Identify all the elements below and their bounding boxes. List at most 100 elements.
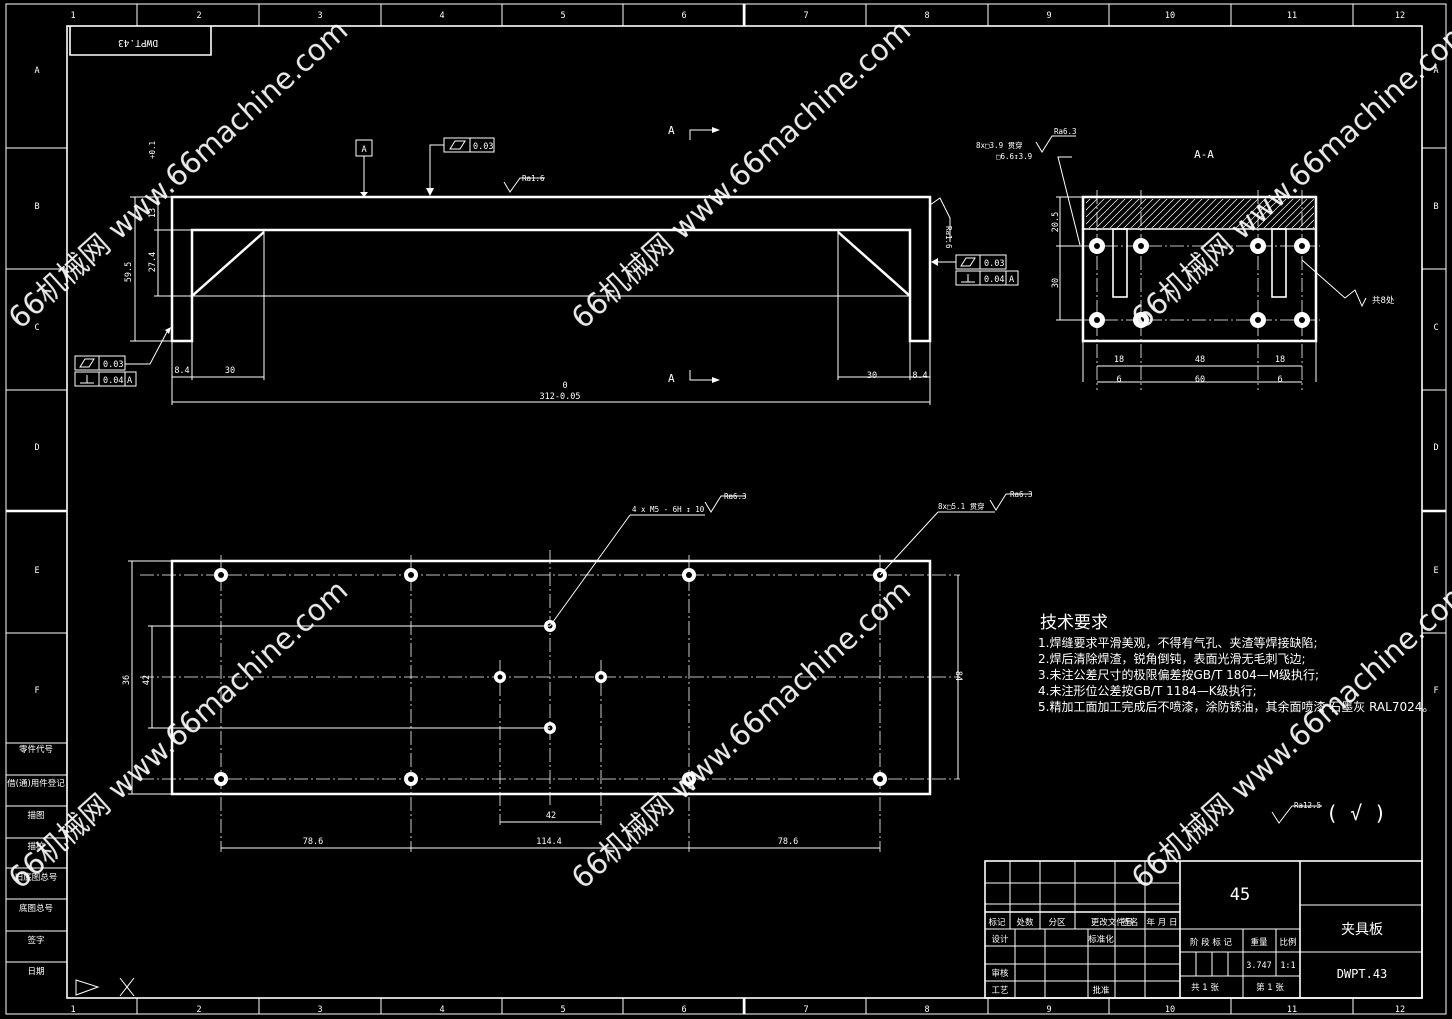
dim-36: 36: [122, 675, 132, 685]
dim-30-section: 30: [1051, 278, 1061, 288]
tb-label-date: 年 月 日: [1147, 917, 1178, 928]
dim-length-upper: 0: [562, 381, 567, 391]
fcf-left-perp: 0.04: [103, 376, 123, 386]
projection-arrow-icon: [75, 979, 100, 996]
front-view: A 0.03 Ra1.6 A A Ra1.6 0.03 0.04 A: [74, 124, 1019, 405]
zone-column-9-top: 9: [1046, 11, 1051, 21]
dim-total-height: 59.5: [124, 262, 134, 282]
dim-length-lower: 312-0.05: [540, 392, 581, 402]
flatness-symbol-icon: [449, 140, 466, 150]
roughness-tapped: Ra6.3: [724, 492, 747, 501]
dim-top-tol: +0.1: [148, 141, 157, 159]
tb-label-mark: 标记: [988, 917, 1006, 928]
dim-78-6-left: 78.6: [303, 837, 323, 847]
zone-column-3-bottom: 3: [317, 1005, 322, 1015]
dim-114-4: 114.4: [536, 837, 562, 847]
zone-column-5-top: 5: [560, 11, 565, 21]
datum-a-label: A: [361, 145, 366, 155]
tech-item-1: 1.焊缝要求平滑美观，不得有气孔、夹渣等焊接缺陷;: [1038, 635, 1318, 650]
dim-8-4-right: 8.4: [912, 371, 927, 381]
zone-column-4-top: 4: [439, 11, 444, 21]
tech-item-3: 3.未注公差尺寸的极限偏差按GB/T 1804—M级执行;: [1038, 667, 1319, 682]
zone-row-D-right: D: [1433, 443, 1438, 453]
roughness-side: Ra1.6: [944, 226, 953, 249]
tb-label-design: 设计: [991, 934, 1009, 945]
tb-sheet-no: 第 1 张: [1256, 982, 1284, 993]
section-holes: [1089, 238, 1310, 328]
zone-row-E-right: E: [1433, 566, 1438, 576]
dim-78-6-right: 78.6: [778, 837, 798, 847]
dim-30-right: 30: [867, 371, 877, 381]
tb-label-review: 审核: [991, 968, 1009, 979]
zone-row-B-right: B: [1433, 202, 1438, 212]
tech-item-2: 2.焊后清除焊渣，锐角倒钝，表面光滑无毛刺飞边;: [1038, 651, 1306, 666]
tb-label-standard: 标准化: [1088, 934, 1114, 945]
zone-row-C-left: C: [34, 323, 39, 333]
zone-row-E-left: E: [34, 566, 39, 576]
section-roughness: Ra6.3: [1054, 127, 1077, 136]
strip-label-trace: 描图: [27, 810, 44, 821]
svg-text:DWPT.43: DWPT.43: [118, 37, 158, 48]
tb-scale-value: 1:1: [1280, 961, 1295, 971]
tech-heading: 技术要求: [1040, 613, 1108, 633]
strip-label-master: 底图总号: [19, 903, 53, 914]
dim-6-right: 6: [1277, 375, 1282, 385]
strip-label-borrowed: 借(通)用件登记: [7, 778, 65, 789]
zone-row-A-left: A: [34, 66, 39, 76]
zone-column-1-top: 1: [70, 11, 75, 21]
dim-42-vert: 42: [142, 675, 152, 685]
fcf-right-flatness: 0.03: [984, 259, 1004, 269]
title-block: 标记 处数 分区 更改文件号 签名 年 月 日 设计 标准化 审核 工艺 批准 …: [984, 860, 1423, 999]
tb-label-sign: 签名: [1121, 917, 1138, 928]
fcf-right-datum: A: [1009, 275, 1014, 285]
dim-30-left: 30: [225, 366, 235, 376]
strip-label-signature: 签字: [27, 935, 44, 946]
left-strip: 零件代号 借(通)用件登记 描图 描校 旧底图总号 底图总号 签字 日期: [6, 742, 135, 997]
dim-13: 13: [148, 208, 158, 218]
zone-column-7-top: 7: [803, 11, 808, 21]
strip-label-old-master: 旧底图总号: [15, 872, 58, 883]
roughness-top: Ra1.6: [522, 174, 545, 183]
tb-label-scale: 比例: [1279, 937, 1296, 948]
tb-total-sheets: 共 1 张: [1191, 983, 1219, 993]
dim-18-right: 18: [1275, 355, 1285, 365]
section-callout-sub: □6.6↧3.9: [996, 152, 1032, 161]
zone-column-7-bottom: 7: [803, 1005, 808, 1015]
dim-8-4-left: 8.4: [174, 366, 189, 376]
zone-column-4-bottom: 4: [439, 1005, 444, 1015]
zone-row-B-left: B: [34, 202, 39, 212]
dim-6-left: 6: [1116, 375, 1121, 385]
section-note-all: 共8处: [1372, 295, 1395, 306]
zone-row-D-left: D: [34, 443, 39, 453]
dim-84: 84: [953, 671, 963, 681]
dim-20-5: 20.5: [1051, 212, 1061, 232]
section-a-a-view: A-A Ra6.3 8x□3.9 贯穿 □6.6↧3.9 20.5 30 18 …: [976, 127, 1395, 390]
zone-column-10-top: 10: [1165, 11, 1175, 21]
centering-mark-icon: [119, 977, 135, 997]
dim-60: 60: [1195, 375, 1205, 385]
tb-label-zone: 分区: [1048, 918, 1066, 928]
zone-column-5-bottom: 5: [560, 1005, 565, 1015]
section-marker-top: A: [668, 124, 675, 137]
general-roughness-value: Ra12.5: [1294, 801, 1321, 810]
section-title: A-A: [1194, 148, 1214, 161]
technical-requirements: 技术要求 1.焊缝要求平滑美观，不得有气孔、夹渣等焊接缺陷; 2.焊后清除焊渣，…: [1038, 613, 1434, 714]
zone-column-1-bottom: 1: [70, 1005, 75, 1015]
corner-code: DWPT.43: [69, 26, 212, 56]
fcf-right-perp: 0.04: [984, 275, 1004, 285]
zone-column-10-bottom: 10: [1165, 1005, 1175, 1015]
zone-column-11-bottom: 11: [1287, 1005, 1297, 1015]
tb-label-weight: 重量: [1250, 937, 1268, 948]
tb-label-approve: 批准: [1092, 985, 1110, 996]
zone-column-8-bottom: 8: [924, 1005, 929, 1015]
roughness-through: Ra6.3: [1010, 490, 1033, 499]
plan-holes: [214, 568, 887, 786]
fcf-top-flatness: 0.03: [473, 142, 493, 152]
tb-material: 45: [1230, 885, 1250, 905]
zone-column-9-bottom: 9: [1046, 1005, 1051, 1015]
dim-27-4: 27.4: [148, 252, 158, 272]
tb-label-count: 处数: [1016, 917, 1034, 928]
general-roughness: Ra12.5 ( √ ): [1271, 801, 1386, 825]
